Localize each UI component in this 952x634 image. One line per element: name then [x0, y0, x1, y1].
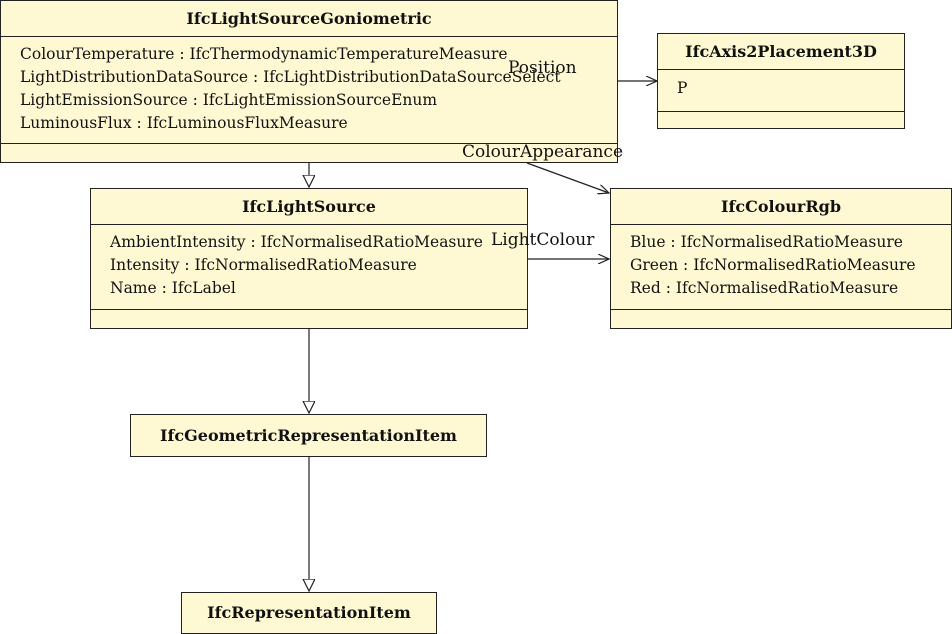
attribute-item: AmbientIntensity : IfcNormalisedRatioMea…	[110, 233, 483, 251]
attribute-item: LuminousFlux : IfcLuminousFluxMeasure	[20, 114, 348, 132]
role-label-position: Position	[508, 58, 577, 78]
attribute-item: LightDistributionDataSource : IfcLightDi…	[20, 68, 561, 86]
class-name: IfcLightSource	[91, 189, 527, 225]
attribute-item: Blue : IfcNormalisedRatioMeasure	[630, 233, 903, 251]
attribute-item: Intensity : IfcNormalisedRatioMeasure	[110, 256, 417, 274]
attribute-list: Blue : IfcNormalisedRatioMeasure Green :…	[611, 225, 951, 310]
class-ifclightsourcegoniometric: IfcLightSourceGoniometric ColourTemperat…	[0, 0, 618, 163]
role-label-light-colour: LightColour	[491, 230, 595, 250]
attribute-item: ColourTemperature : IfcThermodynamicTemp…	[20, 45, 508, 63]
attribute-list: P	[658, 70, 904, 112]
class-ifcgeometricrepresentationitem: IfcGeometricRepresentationItem	[130, 414, 487, 457]
attribute-item: P	[677, 79, 688, 97]
attribute-item: Name : IfcLabel	[110, 279, 236, 297]
attribute-item: LightEmissionSource : IfcLightEmissionSo…	[20, 91, 438, 109]
class-name: IfcLightSourceGoniometric	[1, 1, 617, 37]
attribute-list: ColourTemperature : IfcThermodynamicTemp…	[1, 37, 617, 144]
attribute-list: AmbientIntensity : IfcNormalisedRatioMea…	[91, 225, 527, 310]
class-name: IfcColourRgb	[611, 189, 951, 225]
class-ifcaxis2placement3d: IfcAxis2Placement3D P	[657, 33, 905, 129]
class-ifclightsource: IfcLightSource AmbientIntensity : IfcNor…	[90, 188, 528, 329]
class-ifccolourrgb: IfcColourRgb Blue : IfcNormalisedRatioMe…	[610, 188, 952, 329]
attribute-item: Red : IfcNormalisedRatioMeasure	[630, 279, 899, 297]
class-ifcrepresentationitem: IfcRepresentationItem	[181, 592, 437, 634]
class-name: IfcAxis2Placement3D	[658, 34, 904, 70]
attribute-item: Green : IfcNormalisedRatioMeasure	[630, 256, 916, 274]
association-colour-appearance	[526, 162, 609, 193]
role-label-colour-appearance: ColourAppearance	[462, 142, 624, 162]
